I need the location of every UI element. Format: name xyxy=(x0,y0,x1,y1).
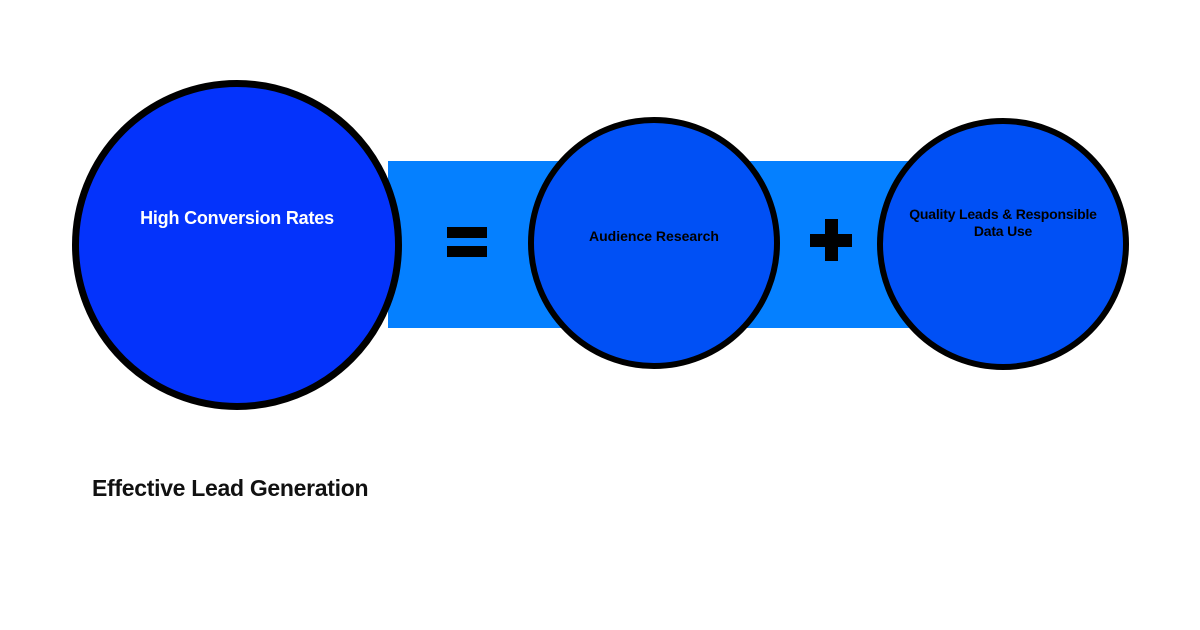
quality-leads-label-line2: Data Use xyxy=(973,223,1033,239)
result-circle-label: High Conversion Rates xyxy=(140,208,334,228)
result-circle-high-conversion-rates: High Conversion Rates xyxy=(72,80,402,410)
equals-bar-top-icon xyxy=(447,227,487,238)
operand-circle-quality-leads: Quality Leads & Responsible Data Use xyxy=(877,118,1129,370)
operand-circle-quality-leads-label: Quality Leads & Responsible Data Use xyxy=(883,206,1123,240)
plus-operator: + xyxy=(810,219,852,261)
plus-operator-symbol: + xyxy=(809,218,810,219)
operand-circle-audience-research: Audience Research xyxy=(528,117,780,369)
equals-operator: = xyxy=(447,227,487,257)
diagram-title: Effective Lead Generation xyxy=(92,475,369,501)
operand-circle-audience-research-label: Audience Research xyxy=(589,228,719,244)
plus-bar-vertical-icon xyxy=(824,219,838,261)
quality-leads-label-line1: Quality Leads & Responsible xyxy=(909,206,1097,222)
equals-bar-bottom-icon xyxy=(447,246,487,257)
